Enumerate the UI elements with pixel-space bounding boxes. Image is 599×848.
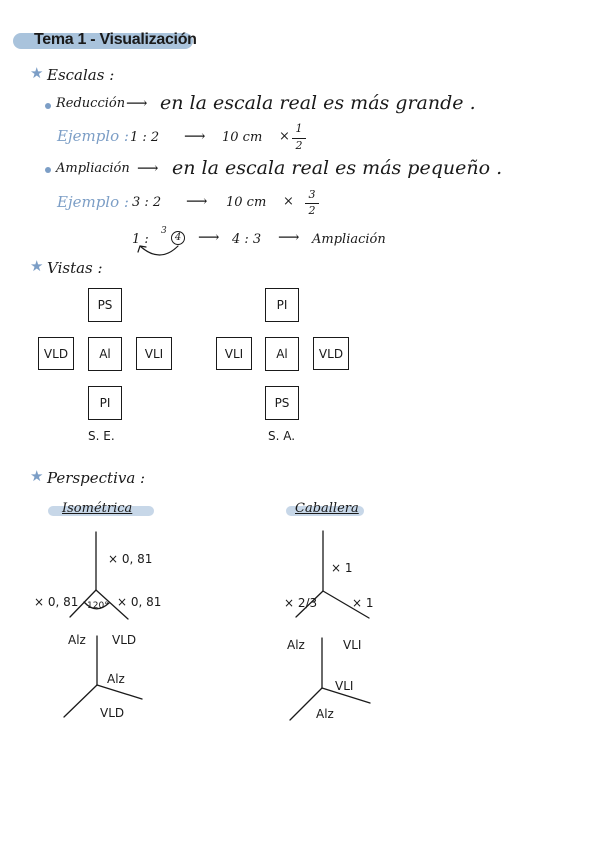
star-icon: ★ [30,64,44,82]
ampliacion-text: en la escala real es más pequeño . [172,157,503,179]
fraction-line [292,138,306,139]
iso-vld-top-label: VLD [112,633,137,647]
iso-alz2-label: Alz [107,672,125,686]
perspectiva-heading: Perspectiva : [47,469,146,487]
swap-circled-4: 4 [171,231,185,245]
caballera-highlight [286,506,364,516]
star-icon: ★ [30,257,44,275]
swap-sup3: 3 [161,226,167,236]
arrow-right-icon: ⟶ [198,228,220,246]
ampliacion-frac-num: 3 [308,188,316,201]
bullet-icon [45,167,51,173]
ampliacion-label: Ampliación [56,161,130,176]
sa-top-box: PI [265,288,299,322]
arrow-right-icon: ⟶ [184,127,206,145]
cab-right-label: × 1 [352,596,374,610]
reduccion-frac-den: 2 [295,139,303,152]
isometrica-highlight [48,506,154,516]
iso-angle-label: 120° [87,601,109,611]
se-bottom-box: PI [88,386,122,420]
sa-bottom-box: PS [265,386,299,420]
arrow-right-icon: ⟶ [186,192,208,210]
reduccion-ejemplo-label: Ejemplo : [57,127,129,145]
cab-alz-label: Alz [287,638,305,652]
reduccion-label: Reducción [56,96,126,111]
arrow-right-icon: ⟶ [137,159,159,177]
iso-right-label: × 0, 81 [117,595,162,609]
iso-top-label: × 0, 81 [108,552,153,566]
reduccion-frac-num: 1 [295,122,303,135]
times-symbol: × [279,129,290,144]
se-center-box: Al [88,337,122,371]
reduccion-value: 10 cm [222,130,263,145]
sa-left-box: VLI [216,337,252,370]
caballera-label: Caballera [295,501,359,516]
cab-vli-mid-label: VLI [335,679,354,693]
isometrica-label: Isométrica [62,501,133,516]
swap-result: Ampliación [312,232,386,247]
se-caption: S. E. [88,429,115,443]
title-highlight [13,33,193,49]
ampliacion-frac-den: 2 [308,204,316,217]
arrow-right-icon: ⟶ [278,228,300,246]
star-icon: ★ [30,467,44,485]
sa-right-box: VLD [313,337,349,370]
arrow-right-icon: ⟶ [126,94,148,112]
reduccion-ratio: 1 : 2 [130,130,160,145]
iso-left-label: × 0, 81 [34,595,79,609]
se-top-box: PS [88,288,122,322]
swap-ratio-left: 1 : [132,232,149,247]
ampliacion-value: 10 cm [226,195,267,210]
iso-alz-label: Alz [68,633,86,647]
fraction-line [305,203,319,204]
cab-left-label: × 2/3 [284,596,318,610]
page-title: Tema 1 - Visualización [34,31,197,48]
ampliacion-ratio: 3 : 2 [132,195,162,210]
iso-vld-bottom-label: VLD [100,706,125,720]
cab-vli-top-label: VLI [343,638,362,652]
sa-caption: S. A. [268,429,296,443]
ampliacion-ejemplo-label: Ejemplo : [57,193,129,211]
times-symbol: × [283,194,294,209]
reduccion-text: en la escala real es más grande . [160,92,476,114]
se-left-box: VLD [38,337,74,370]
vistas-heading: Vistas : [47,259,103,277]
swap-ratio-result: 4 : 3 [232,232,262,247]
se-right-box: VLI [136,337,172,370]
cab-top-label: × 1 [331,561,353,575]
bullet-icon [45,103,51,109]
cab-alz2-label: Alz [316,707,334,721]
sa-center-box: Al [265,337,299,371]
escalas-heading: Escalas : [47,66,115,84]
